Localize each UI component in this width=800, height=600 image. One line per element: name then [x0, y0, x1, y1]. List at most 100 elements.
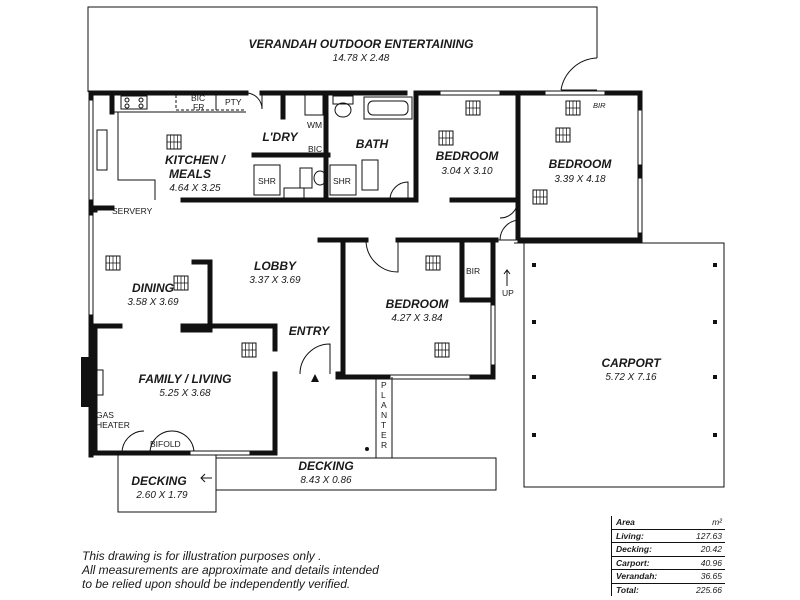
- light-icon-grid: [533, 190, 547, 204]
- carport-dims: 5.72 X 7.16: [605, 372, 657, 383]
- sink: [96, 129, 108, 171]
- area-row-value: 20.42: [700, 544, 722, 554]
- kitchen-dims: 4.64 X 3.25: [169, 183, 221, 194]
- area-row-label: Decking:: [616, 544, 652, 554]
- disclaimer: This drawing is for illustration purpose…: [82, 549, 412, 591]
- laundry-label: L'DRY: [262, 130, 298, 144]
- family-dims: 5.25 X 3.68: [159, 388, 211, 399]
- bir-bed1-label: BIR: [593, 101, 606, 110]
- decking-front: [216, 457, 497, 491]
- svg-text:P: P: [381, 380, 387, 390]
- svg-text:A: A: [381, 400, 387, 410]
- area-header-unit: m²: [712, 517, 722, 527]
- light-icon-grid: [566, 101, 580, 115]
- pty-label: PTY: [225, 97, 242, 107]
- svg-text:E: E: [381, 430, 387, 440]
- verandah-door-swing: [560, 57, 598, 91]
- wm-label: WM: [307, 120, 322, 130]
- carport-outline: [523, 242, 725, 488]
- entry-label: ENTRY: [289, 324, 330, 338]
- disclaimer-line-2: All measurements are approximate and det…: [82, 563, 379, 577]
- ldry-tub: [283, 187, 305, 199]
- area-total-value: 225.66: [696, 584, 722, 595]
- toilet: [332, 95, 354, 105]
- light-icon-grid: [556, 128, 570, 142]
- bir-bed3-label: BIR: [466, 266, 480, 276]
- decking-front-dims: 8.43 X 0.86: [300, 475, 352, 486]
- kitchen-label: KITCHEN /: [165, 153, 227, 167]
- carport-label: CARPORT: [601, 356, 662, 370]
- shr-ldry-label: SHR: [258, 176, 276, 186]
- fr-label: FR: [193, 102, 204, 112]
- front-entry-arrow: [311, 374, 319, 382]
- verandah-dims: 14.78 X 2.48: [333, 53, 390, 64]
- verandah-outline: [87, 6, 598, 92]
- light-icon-grid: [466, 101, 480, 115]
- dining-label: DINING: [132, 281, 174, 295]
- light-icon-grid: [426, 256, 440, 270]
- area-row: Living: 127.63: [612, 530, 725, 543]
- disclaimer-line-1: This drawing is for illustration purpose…: [82, 549, 322, 563]
- heater-label: HEATER: [96, 420, 130, 430]
- disclaimer-line-3: to be relied upon should be independentl…: [82, 577, 351, 591]
- shower-ldry: [253, 164, 281, 196]
- decking-front-label: DECKING: [298, 459, 353, 473]
- decking-left-dims: 2.60 X 1.79: [135, 490, 188, 501]
- decking-left-label: DECKING: [131, 474, 186, 488]
- dining-dims: 3.58 X 3.69: [127, 297, 179, 308]
- bic-label: BIC: [191, 93, 205, 103]
- bedroom3-dims: 4.27 X 3.84: [391, 313, 443, 324]
- area-row-value: 127.63: [696, 530, 722, 541]
- bedroom2-dims: 3.04 X 3.10: [441, 166, 493, 177]
- lobby-dims: 3.37 X 3.69: [249, 275, 301, 286]
- light-icon-grid: [242, 343, 256, 357]
- window: [88, 99, 94, 201]
- light-icon-grid: [435, 343, 449, 357]
- bedroom2-label: BEDROOM: [436, 149, 500, 163]
- vanity: [361, 159, 379, 191]
- up-label: UP: [502, 288, 514, 298]
- bifold-label: BIFOLD: [150, 439, 181, 449]
- bedroom1-label: BEDROOM: [549, 157, 613, 171]
- bath-label: BATH: [356, 137, 389, 151]
- gas-label: GAS: [96, 410, 114, 420]
- shower-bath: [329, 164, 357, 196]
- planter: [375, 377, 393, 458]
- area-row: Carport: 40.96: [612, 557, 725, 570]
- svg-text:T: T: [381, 420, 386, 430]
- bedroom1-dims: 3.39 X 4.18: [554, 174, 606, 185]
- light-fixtures: [105, 100, 581, 358]
- toilet-2: [299, 167, 313, 189]
- shr-bath-label: SHR: [333, 176, 351, 186]
- cooktop: [120, 95, 148, 110]
- area-row-label: Living:: [616, 530, 644, 541]
- light-icon-grid: [439, 131, 453, 145]
- fridge-recess: [175, 95, 246, 111]
- light-icon-grid: [106, 256, 120, 270]
- decking-left: [117, 455, 217, 513]
- svg-text:L: L: [381, 390, 386, 400]
- area-table-header: Area m²: [612, 516, 725, 530]
- kitchen-label-2: MEALS: [169, 167, 211, 181]
- wm-space: [304, 94, 324, 116]
- lobby-label: LOBBY: [254, 259, 297, 273]
- interior-walls: [88, 90, 521, 377]
- area-table: Area m² Living: 127.63 Decking: 20.42 Ca…: [611, 516, 725, 596]
- kitchen-bench: [112, 111, 246, 200]
- area-row: Decking: 20.42: [612, 543, 725, 557]
- area-header-label: Area: [616, 517, 635, 527]
- servery-label: SERVERY: [112, 206, 153, 216]
- area-row-value: 40.96: [700, 557, 722, 568]
- area-total-label: Total:: [616, 584, 639, 595]
- light-icon-grid: [174, 276, 188, 290]
- bedroom3-label: BEDROOM: [386, 297, 450, 311]
- area-total-row: Total: 225.66: [612, 584, 725, 597]
- area-row-label: Verandah:: [616, 571, 658, 581]
- area-row-label: Carport:: [616, 557, 650, 568]
- bathtub: [363, 96, 413, 120]
- area-row-value: 36.65: [700, 571, 722, 581]
- family-label: FAMILY / LIVING: [139, 372, 232, 386]
- gas-heater: [81, 357, 91, 407]
- area-row: Verandah: 36.65: [612, 570, 725, 584]
